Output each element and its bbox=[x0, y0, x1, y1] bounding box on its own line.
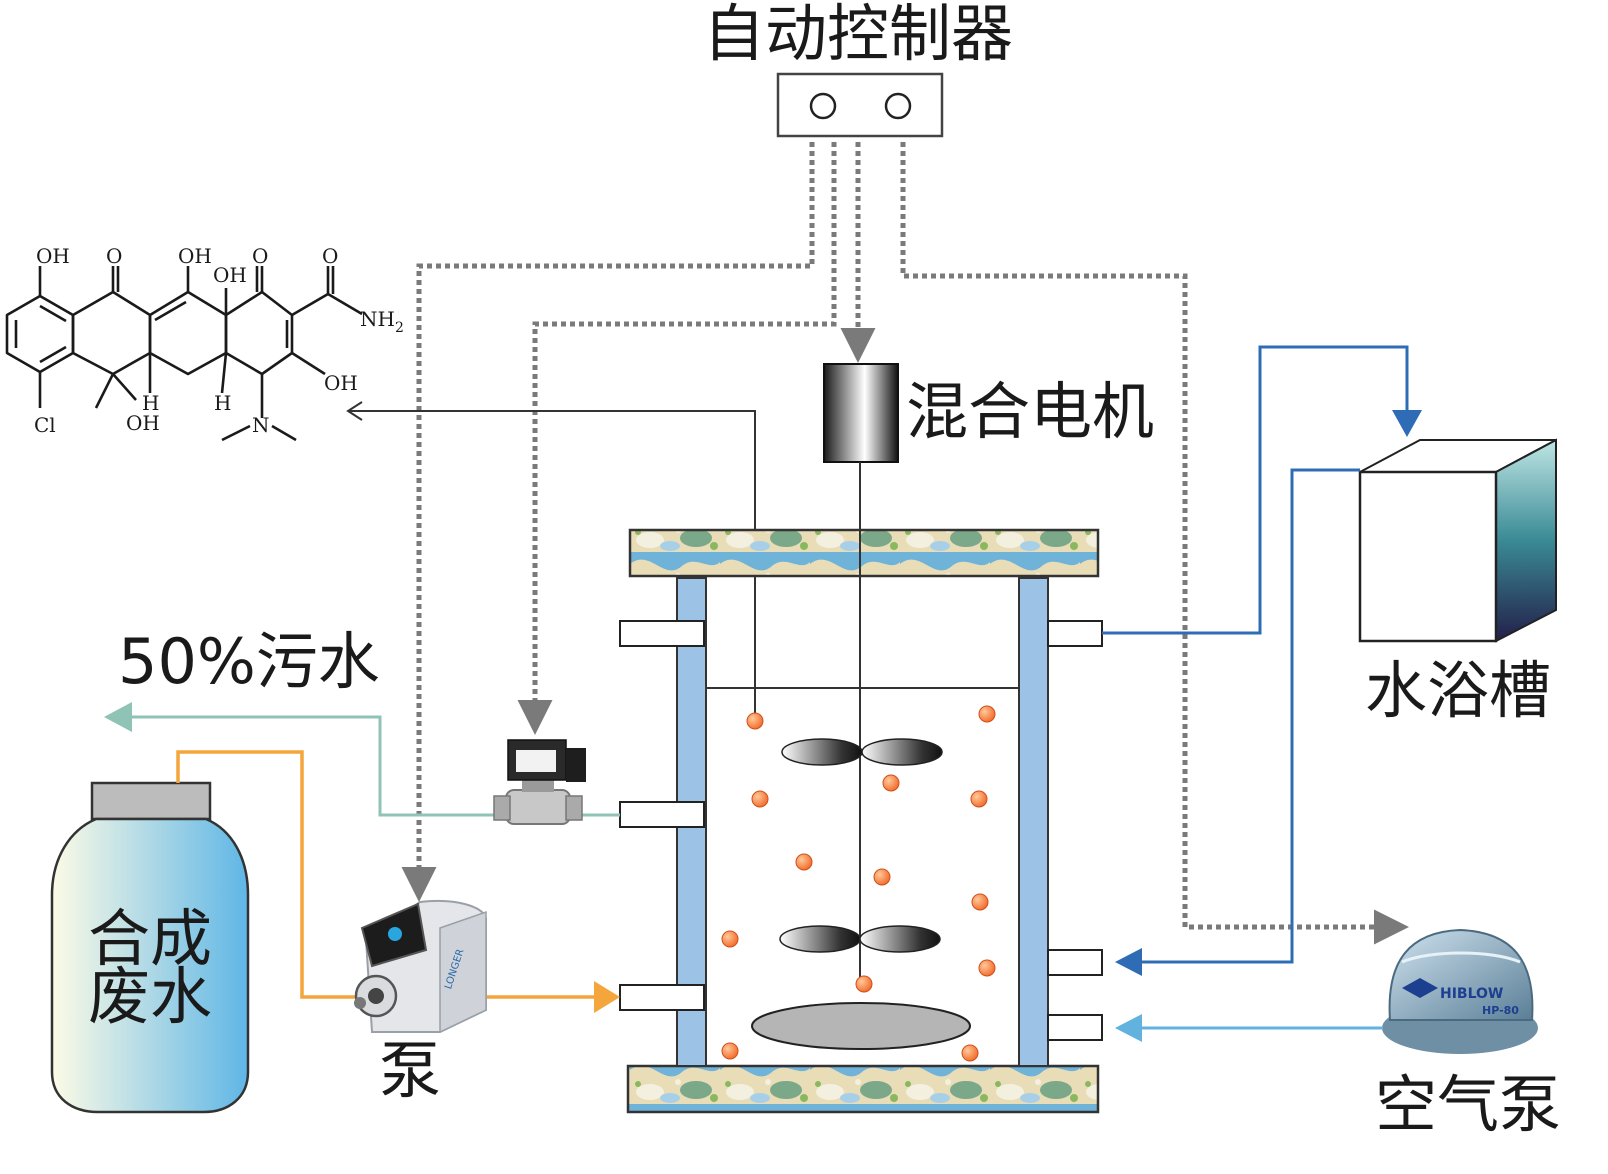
atom-h-1: H bbox=[142, 391, 159, 415]
mixer-motor bbox=[823, 363, 899, 463]
paddle-lower-left bbox=[779, 925, 861, 953]
paddle-lower-right bbox=[859, 925, 941, 953]
bubble bbox=[978, 959, 996, 977]
effluent-arrow bbox=[104, 702, 132, 732]
cooling-arrow-bath bbox=[1392, 410, 1422, 437]
paddle-upper-left bbox=[781, 738, 863, 766]
bubble bbox=[721, 1042, 739, 1060]
bubble bbox=[855, 975, 873, 993]
air-pump-brand: HIBLOW bbox=[1440, 986, 1503, 1002]
control-line-pump bbox=[401, 142, 815, 902]
atom-oh-3: OH bbox=[213, 263, 247, 287]
atom-cl: Cl bbox=[34, 413, 56, 437]
control-line-air-pump bbox=[900, 142, 1409, 945]
bubble bbox=[721, 930, 739, 948]
atom-oh-2: OH bbox=[178, 244, 212, 268]
atom-h-2: H bbox=[214, 391, 231, 415]
water-bath-label: 水浴槽 bbox=[1365, 654, 1551, 727]
control-lines bbox=[401, 142, 1409, 945]
port-right-jacket-in bbox=[1047, 949, 1103, 976]
port-left-upper bbox=[619, 620, 705, 647]
bubble bbox=[970, 790, 988, 808]
air-pump-model: HP-80 bbox=[1482, 1004, 1519, 1017]
reactor bbox=[619, 462, 1103, 1114]
paddle-upper-right bbox=[861, 738, 943, 766]
wastewater-tank: 合成 废水 bbox=[50, 781, 250, 1114]
cooling-line-in bbox=[1140, 468, 1360, 964]
cooling-arrow-reactor bbox=[1115, 948, 1142, 976]
atom-o-2: O bbox=[252, 244, 268, 268]
tank-body bbox=[50, 817, 250, 1114]
bubble bbox=[873, 868, 891, 886]
bubble bbox=[971, 893, 989, 911]
port-left-feed bbox=[619, 984, 705, 1011]
controller-knob-right bbox=[884, 92, 912, 120]
bubbles bbox=[721, 705, 996, 1062]
bubble bbox=[795, 853, 813, 871]
atom-o-3: O bbox=[322, 244, 338, 268]
port-right-air bbox=[1047, 1014, 1103, 1041]
bubble bbox=[882, 774, 900, 792]
atom-oh-5: OH bbox=[126, 411, 160, 435]
tank-cap bbox=[90, 781, 212, 821]
controller-box bbox=[776, 72, 944, 138]
controller-knob-left bbox=[809, 92, 837, 120]
bubble bbox=[746, 712, 764, 730]
pump-label: 泵 bbox=[379, 1034, 441, 1107]
water-bath bbox=[1358, 438, 1557, 643]
cooling-line-out bbox=[1102, 345, 1409, 635]
feed-arrow bbox=[594, 981, 620, 1013]
effluent-label: 50%污水 bbox=[118, 625, 380, 698]
air-pump: HIBLOW HP-80 bbox=[1382, 928, 1538, 1054]
atom-n: N bbox=[252, 413, 270, 437]
reactor-bottom-base bbox=[626, 1064, 1100, 1114]
reactor-top-lid bbox=[628, 528, 1100, 578]
bubble bbox=[961, 1044, 979, 1062]
atom-oh-1: OH bbox=[36, 244, 70, 268]
air-arrow bbox=[1115, 1014, 1142, 1042]
wastewater-label-line2: 废水 bbox=[88, 960, 212, 1033]
solenoid-valve bbox=[493, 739, 586, 825]
peristaltic-pump: LONGER bbox=[354, 900, 487, 1034]
control-line-valve bbox=[517, 142, 837, 735]
mixer-motor-label: 混合电机 bbox=[906, 375, 1154, 448]
aeration-disc bbox=[751, 1002, 971, 1050]
cooling-loop bbox=[1102, 345, 1409, 964]
wastewater-label-line1: 合成 bbox=[88, 902, 212, 975]
molecule-structure: OH O OH OH O O NH2 OH Cl H OH H N bbox=[5, 244, 404, 442]
controller-label: 自动控制器 bbox=[703, 0, 1013, 70]
atom-nh2: NH2 bbox=[360, 307, 404, 336]
bubble bbox=[978, 705, 996, 723]
atom-o-1: O bbox=[106, 244, 122, 268]
atom-oh-4: OH bbox=[324, 371, 358, 395]
reactor-wall-right bbox=[1018, 577, 1049, 1067]
sampling-line bbox=[346, 401, 756, 718]
bubble bbox=[751, 790, 769, 808]
port-right-jacket-out bbox=[1047, 620, 1103, 647]
port-left-effluent bbox=[619, 801, 705, 828]
air-pump-label: 空气泵 bbox=[1375, 1068, 1561, 1141]
